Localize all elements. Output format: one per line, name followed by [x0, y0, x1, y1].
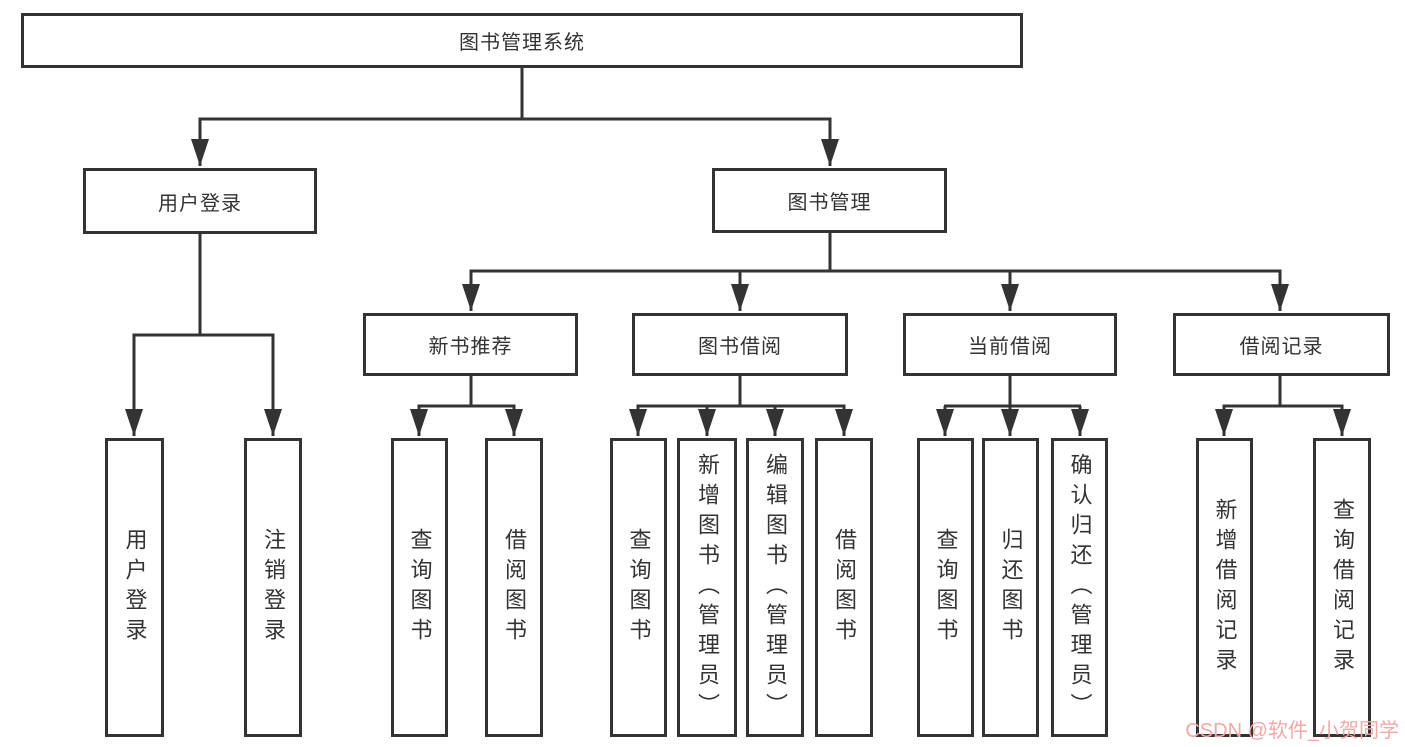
node-book-management: 图书管理: [712, 168, 947, 233]
leaf-cb-return-book-label: 归还图书: [998, 527, 1024, 648]
connector-book-borrow-to-leaves: [629, 376, 853, 436]
leaf-rec-query-book-label: 查询图书: [407, 527, 433, 648]
connector-new-book-recommend-to-leaves: [410, 376, 523, 436]
leaf-bb-borrow-book: 借阅图书: [815, 438, 873, 737]
node-user-login: 用户登录: [83, 168, 317, 234]
node-book-borrow-label: 图书借阅: [698, 336, 782, 358]
leaf-logout-login: 注销登录: [244, 438, 302, 737]
leaf-bb-edit-book-admin-label: 编辑图书（管理员）: [763, 452, 788, 723]
leaf-br-add-record-label: 新增借阅记录: [1212, 497, 1238, 678]
node-new-book-recommend: 新书推荐: [363, 313, 578, 376]
leaf-user-login-label: 用户登录: [122, 527, 148, 648]
node-current-borrow-label: 当前借阅: [968, 336, 1052, 358]
node-root: 图书管理系统: [21, 13, 1023, 68]
leaf-bb-add-book-admin-label: 新增图书（管理员）: [695, 452, 720, 723]
leaf-cb-confirm-return-admin-label: 确认归还（管理员）: [1067, 452, 1093, 723]
node-new-book-recommend-label: 新书推荐: [428, 336, 513, 358]
connector-root-to-level2: [191, 68, 839, 166]
leaf-br-query-record: 查询借阅记录: [1313, 438, 1371, 737]
node-root-label: 图书管理系统: [459, 32, 585, 54]
leaf-cb-return-book: 归还图书: [982, 438, 1039, 737]
connector-book-management-to-level3: [462, 233, 1289, 311]
leaf-bb-query-book: 查询图书: [610, 438, 667, 737]
leaf-bb-borrow-book-label: 借阅图书: [832, 527, 857, 648]
leaf-cb-query-book: 查询图书: [917, 438, 974, 737]
leaf-rec-borrow-book: 借阅图书: [485, 438, 543, 737]
node-current-borrow: 当前借阅: [903, 313, 1117, 376]
node-book-borrow: 图书借阅: [632, 313, 848, 376]
connector-current-borrow-to-leaves: [936, 376, 1089, 436]
node-user-login-label: 用户登录: [158, 192, 242, 215]
leaf-cb-confirm-return-admin: 确认归还（管理员）: [1051, 438, 1108, 737]
leaf-bb-query-book-label: 查询图书: [626, 527, 652, 648]
leaf-logout-login-label: 注销登录: [261, 527, 286, 648]
node-book-management-label: 图书管理: [787, 192, 872, 214]
leaf-rec-borrow-book-label: 借阅图书: [502, 527, 527, 648]
leaf-bb-add-book-admin: 新增图书（管理员）: [677, 438, 737, 737]
node-borrow-records: 借阅记录: [1173, 313, 1390, 376]
leaf-br-query-record-label: 查询借阅记录: [1330, 497, 1355, 678]
connector-user-login-to-leaves: [125, 234, 282, 436]
leaf-cb-query-book-label: 查询图书: [933, 527, 959, 648]
node-borrow-records-label: 借阅记录: [1239, 336, 1324, 358]
leaf-bb-edit-book-admin: 编辑图书（管理员）: [746, 438, 804, 737]
connector-borrow-records-to-leaves: [1215, 376, 1351, 436]
leaf-user-login: 用户登录: [105, 438, 164, 737]
leaf-br-add-record: 新增借阅记录: [1196, 438, 1253, 737]
watermark: CSDN @软件_小贺同学: [1185, 720, 1399, 742]
leaf-rec-query-book: 查询图书: [391, 438, 448, 737]
